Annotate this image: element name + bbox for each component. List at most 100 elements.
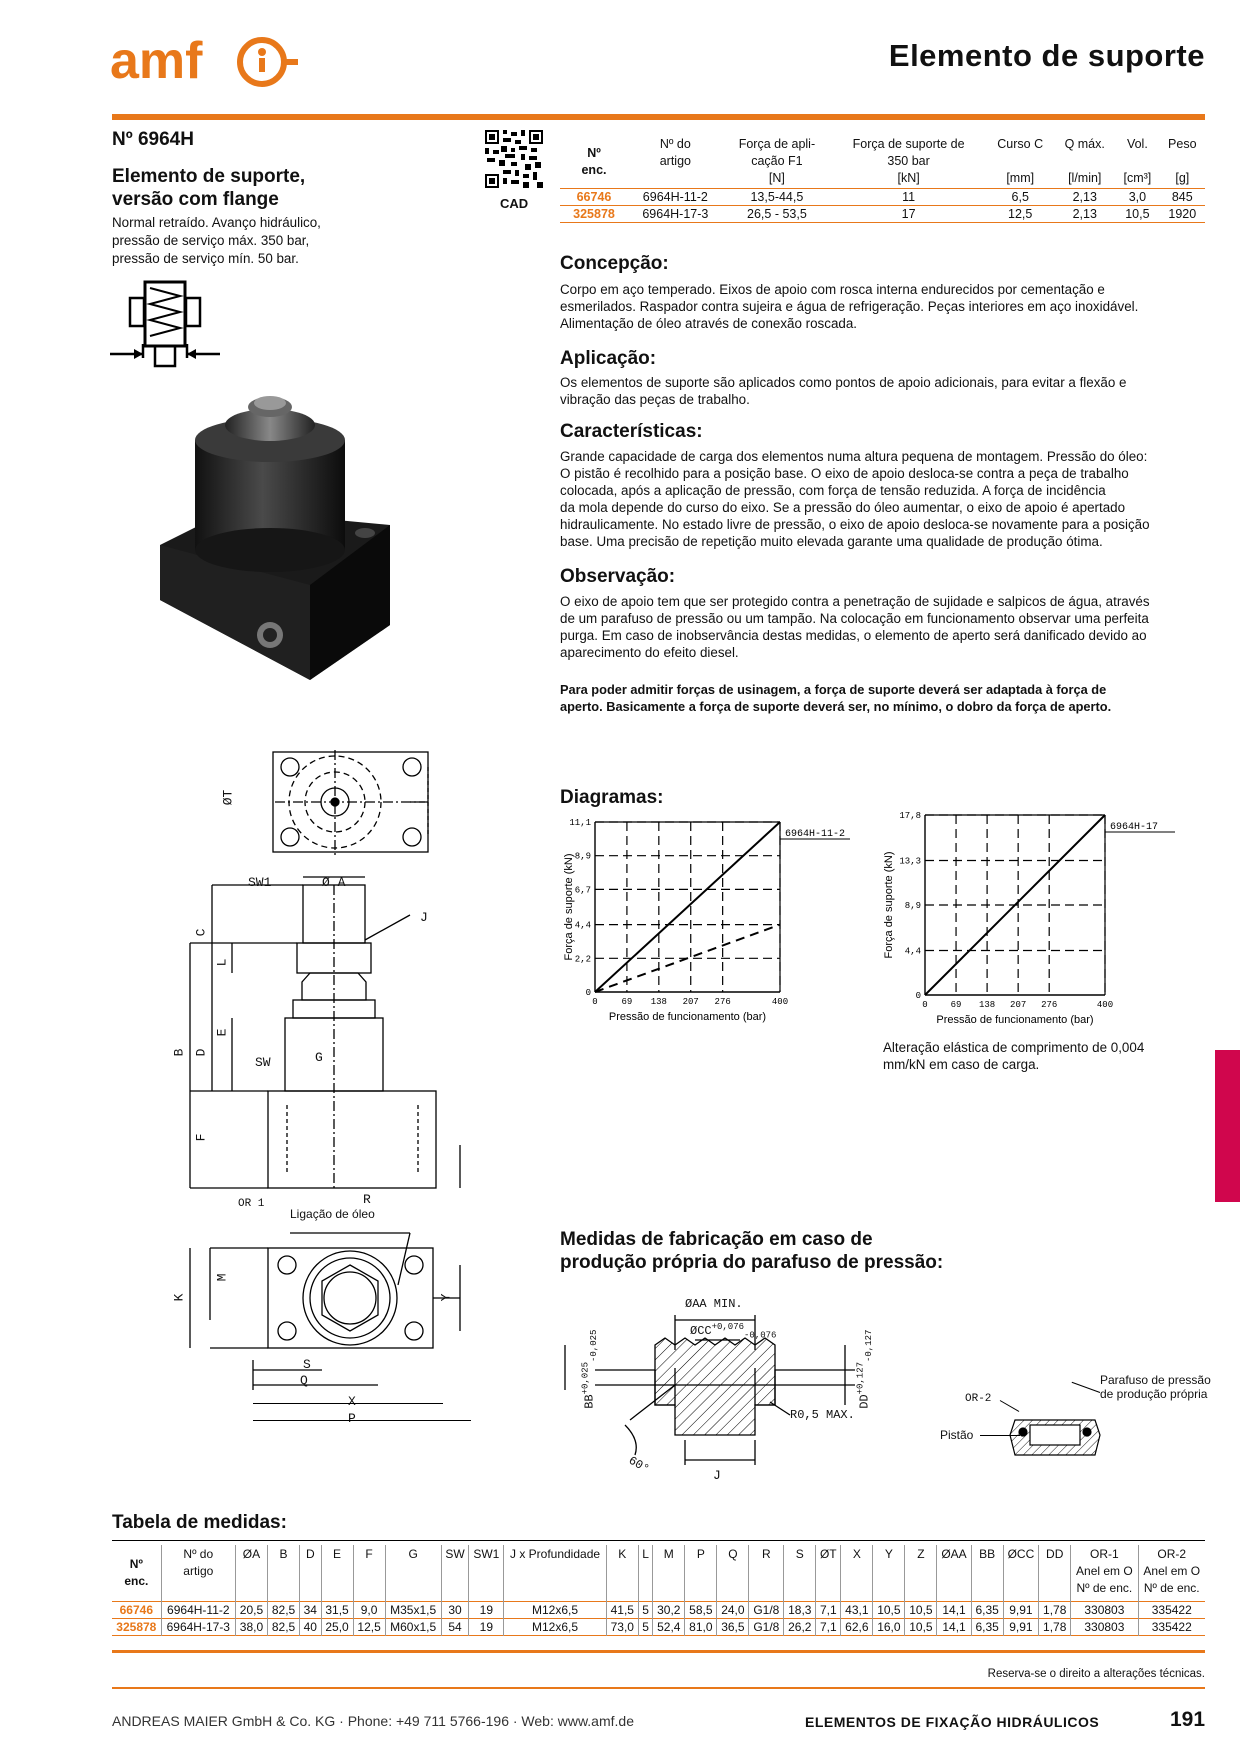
dim-cell: 52,4 [652,1618,685,1636]
dim-th: BB [970,1545,1004,1602]
label-screw-1: Parafuso de pressão [1100,1373,1211,1387]
dim-cell: 1,78 [1038,1618,1071,1636]
label-sw1: SW1 [248,875,272,890]
concepcao-title: Concepção: [560,253,669,274]
cad-label[interactable]: CAD [500,196,529,211]
dim-cell: 34 [299,1601,322,1619]
x-axis-label: Pressão de funcionamento (bar) [609,1011,766,1023]
qr-code-icon[interactable] [485,130,543,188]
dim-cell: 330803 [1070,1601,1138,1619]
label-p-bottom: P [348,1411,356,1426]
tabela-title: Tabela de medidas: [112,1512,287,1533]
x-tick-label: 0 [592,997,597,1007]
footer-rule [112,1687,1205,1689]
concepcao-line-2: esmerilados. Raspador contra sujeira e á… [560,299,1139,314]
hydraulic-symbol [110,280,230,375]
dim-cell: 9,91 [1002,1618,1039,1636]
label-sw: SW [255,1055,271,1070]
dim-order-link[interactable]: 325878 [116,1620,157,1634]
dim-th: L [637,1545,653,1602]
dim-cell: 335422 [1137,1601,1205,1619]
footer-category: ELEMENTOS DE FIXAÇÃO HIDRÁULICOS [805,1714,1100,1730]
spec-cell: 2,13 [1072,190,1097,204]
page-title: Elemento de suporte [888,38,1205,73]
label-oa: Ø A [322,875,346,890]
dim-cell: 24,0 [716,1601,749,1619]
dim-cell: 82,5 [266,1601,300,1619]
y-tick-label: 0 [916,991,921,1001]
caracteristicas-line-3: colocada, após a aplicação de pressão, c… [560,483,1106,498]
dim-cell: 30 [440,1601,469,1619]
spec-cell: 2,13 [1072,207,1097,221]
product-name-2: versão com flange [112,189,279,210]
dim-cell: 31,5 [320,1601,354,1619]
spec-cell: 10,5 [1125,207,1150,221]
dim-line-p [253,1420,471,1421]
dim-cell: M12x6,5 [503,1601,607,1619]
spec-cell: 3,0 [1128,190,1147,204]
label-r05: R0,5 MAX. [790,1408,855,1422]
dim-cell: 1,78 [1038,1601,1071,1619]
dim-cell: 38,0 [234,1618,268,1636]
observacao-title: Observação: [560,566,676,587]
caracteristicas-line-1: Grande capacidade de carga dos elementos… [560,449,1148,464]
label-screw-2: de produção própria [1100,1387,1208,1401]
dim-cell: 7,1 [815,1601,841,1619]
dim-cell: 36,5 [716,1618,749,1636]
dim-th: P [684,1545,717,1602]
dim-cell: 82,5 [266,1618,300,1636]
dim-cell: 25,0 [320,1618,354,1636]
label-q: Q [300,1373,308,1388]
x-tick-label: 138 [651,997,667,1007]
product-desc-3: pressão de serviço mín. 50 bar. [112,251,299,266]
label-d: D [193,1048,209,1057]
dim-cell: 7,1 [815,1618,841,1636]
label-aa: ØAA MIN. [685,1297,743,1311]
diagramas-title: Diagramas: [560,787,664,808]
elastic-note-1: Alteração elástica de comprimento de 0,0… [883,1040,1145,1055]
x-tick-label: 276 [1041,1000,1057,1010]
caracteristicas-line-4: da mola depende do curso do eixo. Se a p… [560,500,1126,515]
dim-cell: 9,0 [352,1601,386,1619]
label-j: J [420,910,428,925]
series-line [594,923,781,993]
x-tick-label: 138 [979,1000,995,1010]
dim-th: Z [904,1545,937,1602]
dim-cell: 14,1 [936,1601,972,1619]
y-tick-label: 4,4 [905,947,921,957]
label-l: L [214,958,230,967]
y-tick-label: 17,8 [899,811,921,821]
y-tick-label: 13,3 [899,857,921,867]
y-tick-label: 11,1 [569,818,591,828]
label-x-bottom: X [348,1394,356,1409]
x-tick-label: 400 [1097,1000,1113,1010]
y-axis-label: Força de suporte (kN) [883,852,895,959]
dim-cell: 73,0 [605,1618,639,1636]
dim-cell: 19 [468,1618,504,1636]
dim-cell: 81,0 [684,1618,717,1636]
medidas-title-1: Medidas de fabricação em caso de [560,1229,873,1250]
spec-order-link[interactable]: 66746 [576,190,612,204]
spec-th-forca-aplicacao: Força de apli-cação F1[N] [738,137,816,185]
dim-th: ØT [815,1545,841,1602]
label-ot: ØT [220,789,236,806]
spec-order-link[interactable]: 325878 [573,207,615,221]
dim-line-x [253,1403,443,1404]
spec-cell: 6964H-17-3 [642,207,709,221]
label-bb-text: BB [582,1394,597,1409]
dim-order-link[interactable]: 66746 [119,1603,153,1617]
product-desc-1: Normal retraído. Avanço hidráulico, [112,215,321,230]
side-tab [1215,1050,1240,1202]
